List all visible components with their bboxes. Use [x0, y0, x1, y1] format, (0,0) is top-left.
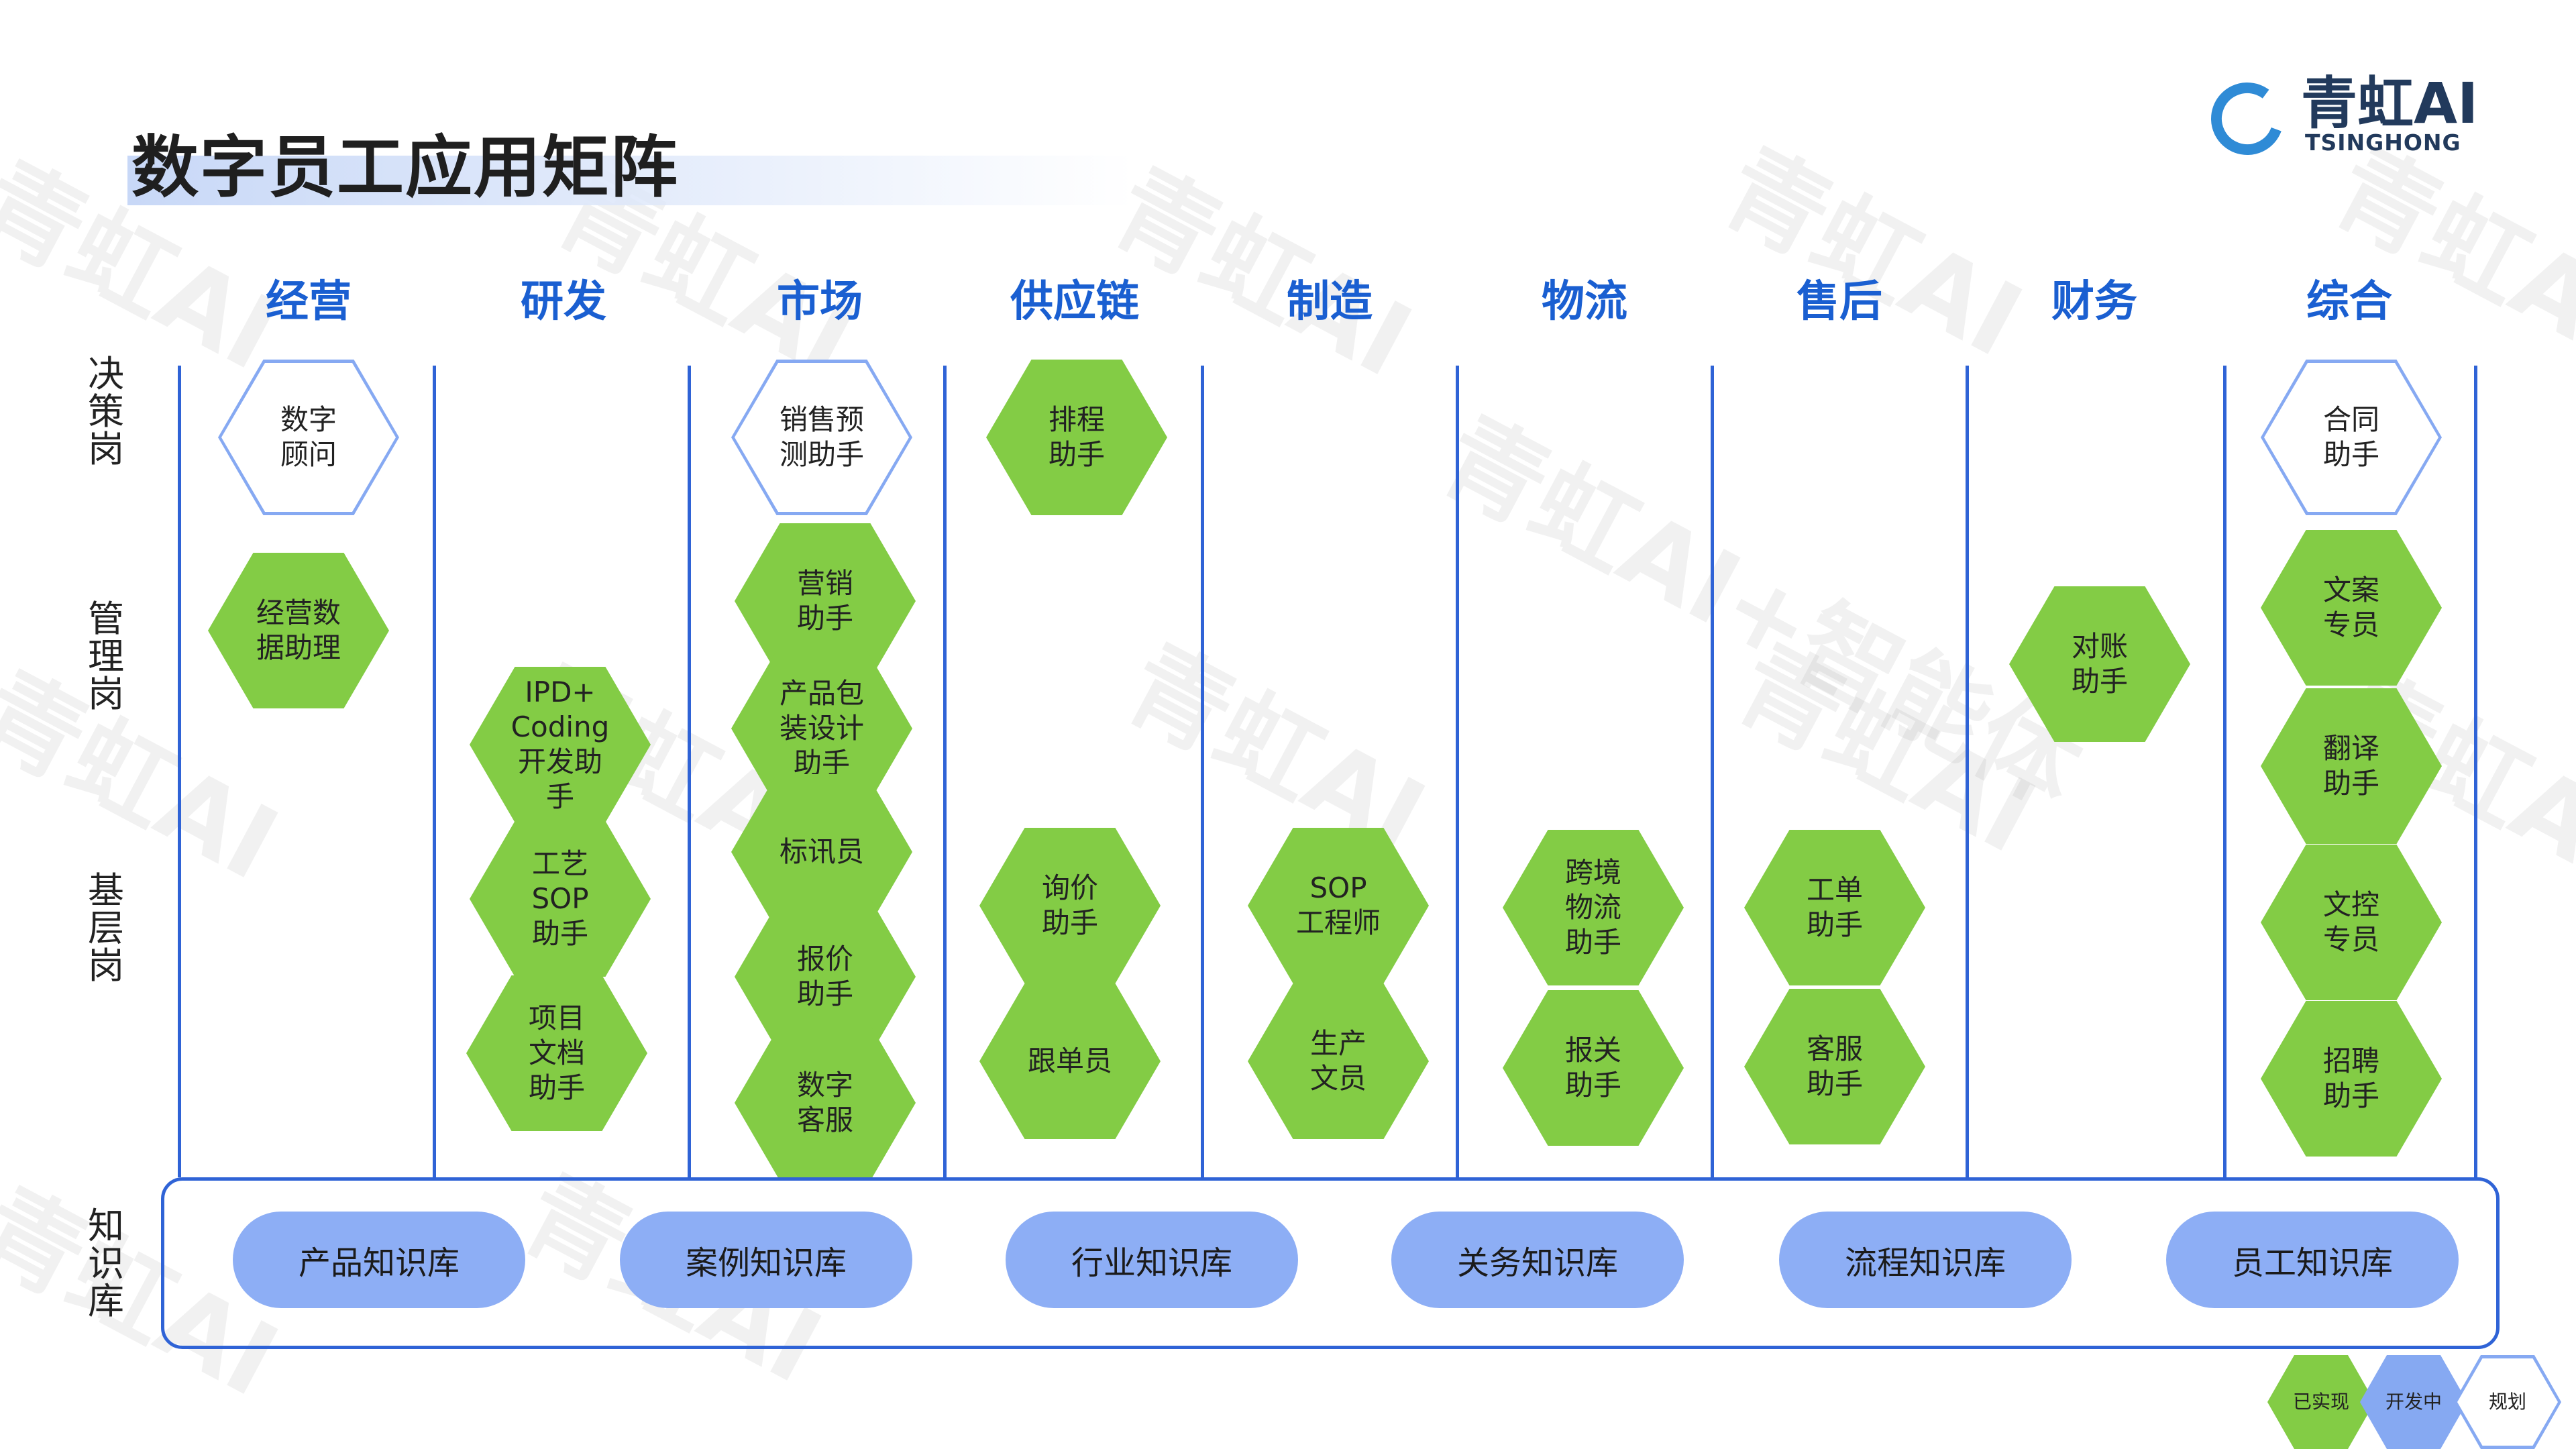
agent-hexagon: 排程助手 — [986, 360, 1167, 515]
agent-hexagon: 销售预测助手 — [731, 360, 912, 515]
legend-hexagon: 开发中 — [2360, 1355, 2467, 1449]
knowledge-base-pill: 行业知识库 — [1006, 1212, 1298, 1308]
agent-hexagon: 数字客服 — [735, 1025, 916, 1181]
column-divider-line — [1201, 366, 1204, 1177]
watermark-text: 青虹AI — [1718, 624, 2053, 877]
hexagon-label: 对账助手 — [2071, 630, 2128, 698]
column-header: 物流 — [1542, 277, 1627, 327]
agent-hexagon: 招聘助手 — [2261, 1001, 2442, 1157]
row-label: 决策岗 — [88, 353, 124, 470]
agent-hexagon: 数字顾问 — [218, 360, 399, 515]
logo-ring-icon — [2211, 83, 2284, 155]
hexagon-label: 跟单员 — [1027, 1044, 1112, 1077]
hexagon-label: 文案专员 — [2322, 574, 2379, 641]
hexagon-label: 标讯员 — [779, 835, 864, 868]
hexagon-label: 询价助手 — [1041, 871, 1098, 939]
hexagon-fill — [735, 363, 909, 512]
agent-hexagon: 文控专员 — [2261, 845, 2442, 1000]
company-logo: 青虹AI TSINGHONG — [2207, 75, 2502, 162]
column-divider-line — [2474, 366, 2477, 1177]
hexagon-label: 销售预测助手 — [779, 403, 864, 471]
column-header: 售后 — [1796, 277, 1882, 327]
hexagon-label: 开发中 — [2385, 1391, 2442, 1413]
knowledge-base-pill: 员工知识库 — [2166, 1212, 2459, 1308]
hexagon-label: 规划 — [2488, 1391, 2526, 1413]
knowledge-base-pill: 关务知识库 — [1391, 1212, 1684, 1308]
row-label: 基层岗 — [88, 869, 124, 987]
agent-hexagon: 文案专员 — [2261, 530, 2442, 686]
knowledge-base-pill: 流程知识库 — [1779, 1212, 2072, 1308]
logo-subtitle: TSINGHONG — [2305, 129, 2461, 156]
column-header: 供应链 — [1010, 277, 1139, 327]
watermark-text: 青虹AI+智能体 — [1423, 396, 2099, 830]
column-header: 经营 — [266, 277, 352, 327]
column-header: 研发 — [521, 277, 606, 327]
agent-hexagon: 客服助手 — [1744, 989, 1925, 1144]
hexagon-label: 生产文员 — [1309, 1027, 1366, 1095]
column-header: 市场 — [777, 277, 863, 327]
hexagon-label: 报关助手 — [1564, 1034, 1621, 1102]
column-divider-line — [1456, 366, 1459, 1177]
page-title: 数字员工应用矩阵 — [131, 128, 679, 207]
legend-hexagon: 规划 — [2454, 1355, 2561, 1449]
hexagon-label: 报价助手 — [796, 943, 853, 1010]
hexagon-label: 营销助手 — [796, 567, 853, 635]
agent-hexagon: 生产文员 — [1248, 983, 1429, 1139]
watermark-text: 青虹AI — [1108, 624, 1443, 877]
knowledge-base-pill: 案例知识库 — [620, 1212, 912, 1308]
agent-hexagon: 跨境物流助手 — [1503, 830, 1684, 985]
knowledge-base-frame — [161, 1177, 2500, 1349]
logo-wordmark: 青虹AI — [2301, 70, 2479, 136]
column-divider-line — [943, 366, 947, 1177]
agent-hexagon: 工单助手 — [1744, 830, 1925, 985]
hexagon-label: 跨境物流助手 — [1564, 856, 1621, 959]
agent-hexagon: 询价助手 — [979, 828, 1161, 983]
hexagon-label: 翻译助手 — [2322, 732, 2379, 800]
hexagon-label: 数字客服 — [796, 1069, 853, 1136]
column-header: 财务 — [2051, 277, 2137, 327]
agent-hexagon: 翻译助手 — [2261, 688, 2442, 844]
agent-hexagon: 跟单员 — [979, 983, 1161, 1139]
hexagon-label: 招聘助手 — [2322, 1044, 2379, 1112]
hexagon-label: 已实现 — [2292, 1391, 2349, 1413]
title-underline-bar — [127, 156, 1134, 205]
agent-hexagon: 对账助手 — [2009, 586, 2190, 742]
hexagon-label: 数字顾问 — [280, 403, 337, 471]
column-divider-line — [2223, 366, 2226, 1177]
hexagon-label: 文控专员 — [2322, 888, 2379, 956]
legend-hexagon: 已实现 — [2267, 1355, 2375, 1449]
agent-hexagon: 合同助手 — [2261, 360, 2442, 515]
column-divider-line — [688, 366, 691, 1177]
hexagon-label: 排程助手 — [1048, 403, 1105, 471]
column-divider-line — [433, 366, 436, 1177]
column-divider-line — [178, 366, 181, 1177]
hexagon-label: 经营数据助理 — [256, 596, 341, 664]
watermark-text: 青虹AI — [1094, 148, 1430, 400]
hexagon-label: 合同助手 — [2322, 403, 2379, 471]
hexagon-label: 工单助手 — [1806, 873, 1863, 941]
agent-hexagon: 经营数据助理 — [208, 553, 389, 708]
column-divider-line — [1711, 366, 1714, 1177]
row-label: 知识库 — [88, 1205, 124, 1322]
agent-hexagon: 项目文档助手 — [466, 975, 647, 1131]
column-divider-line — [1966, 366, 1969, 1177]
agent-hexagon: 报关助手 — [1503, 990, 1684, 1146]
row-label: 管理岗 — [88, 598, 124, 715]
hexagon-label: 项目文档助手 — [528, 1002, 585, 1104]
hexagon-label: 客服助手 — [1806, 1032, 1863, 1100]
knowledge-base-pill: 产品知识库 — [233, 1212, 525, 1308]
column-header: 综合 — [2306, 277, 2392, 327]
hexagon-label: 产品包装设计助手 — [779, 677, 864, 780]
column-header: 制造 — [1287, 277, 1373, 327]
watermark-text: 青虹AI — [1705, 127, 2040, 380]
